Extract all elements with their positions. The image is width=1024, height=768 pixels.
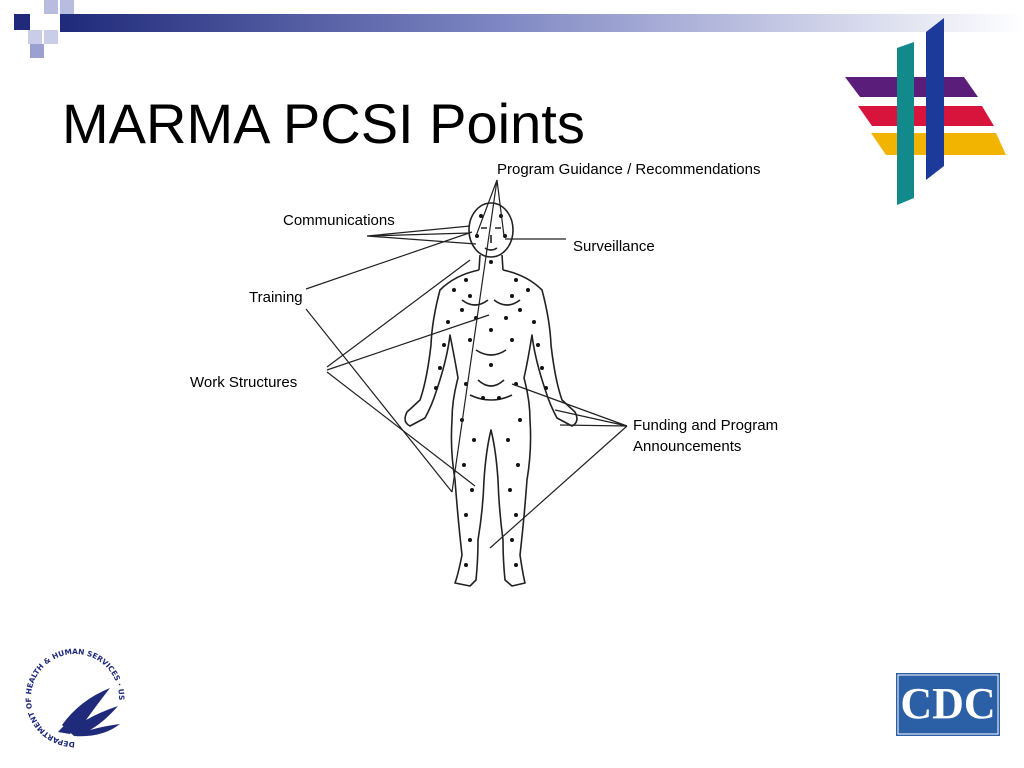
top-decoration [14,0,1024,58]
marma-point-dots [434,214,548,567]
label-funding: Funding and Program Announcements [633,415,778,457]
top-gradient-bar [60,14,1024,32]
label-funding-line2: Announcements [633,438,742,455]
label-communications: Communications [283,212,395,229]
marma-points-body-figure [404,202,578,587]
page-title: MARMA PCSI Points [62,92,585,155]
label-work-structures: Work Structures [190,374,298,391]
label-program-guidance: Program Guidance / Recommendations [497,161,761,178]
label-surveillance: Surveillance [573,238,655,255]
label-training: Training [249,289,303,306]
label-funding-line1: Funding and Program [633,417,779,434]
corner-squares-icon [14,0,74,58]
leader-lines [305,179,628,549]
